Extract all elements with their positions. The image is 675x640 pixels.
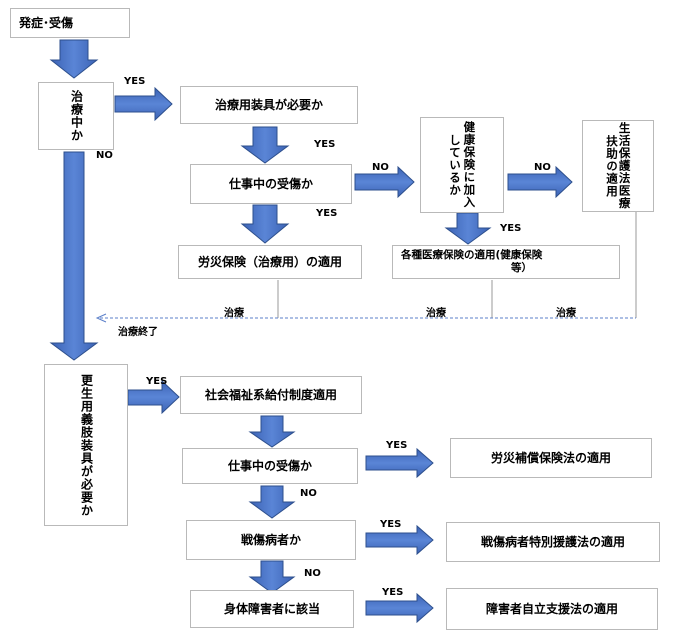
q-disabled-text: 身体障害者に該当 — [223, 601, 320, 616]
label-yes-prosthesis: YES — [146, 376, 168, 387]
q-health-insurance-text: 健康保険に加入しているか — [448, 121, 477, 209]
arrow-down-war — [248, 560, 296, 594]
q-war-injury-text: 戦傷病者か — [240, 532, 301, 547]
arrow-right-yes-treat — [114, 86, 173, 122]
social-welfare-text: 社会福祉系給付制度適用 — [204, 387, 337, 402]
label-yes-disabled: YES — [382, 587, 404, 598]
welfare-text: 生活保護法医療扶助の適用 — [605, 122, 632, 210]
label-treatment-3: 治療 — [556, 308, 576, 319]
q-work-injury-2-text: 仕事中の受傷か — [227, 458, 312, 473]
q-disabled-box: 身体障害者に該当 — [190, 590, 354, 628]
social-welfare-box: 社会福祉系給付制度適用 — [180, 376, 362, 414]
arrow-down-work-1 — [240, 204, 290, 244]
health-ins-apply-line2: 等） — [511, 262, 532, 274]
label-yes-work-2: YES — [386, 440, 408, 451]
q-device-treat-text: 治療用装具が必要か — [214, 97, 323, 112]
rousai-comp-text: 労災補償保険法の適用 — [490, 450, 611, 465]
label-yes-treat: YES — [124, 76, 146, 87]
label-no-work-2: NO — [300, 488, 317, 499]
rousai-treat-text: 労災保険（治療用）の適用 — [197, 254, 342, 269]
health-ins-apply-box: 各種医療保険の適用(健康保険 等） — [392, 245, 620, 279]
arrow-down-health-ins — [444, 212, 492, 245]
welfare-box: 生活保護法医療扶助の適用 — [582, 120, 654, 212]
health-ins-apply-line1: 各種医療保険の適用(健康保険 — [401, 248, 543, 261]
label-no-war: NO — [304, 568, 321, 579]
onset-text: 発症･受傷 — [19, 15, 74, 30]
arrow-right-yes-disabled — [365, 592, 434, 624]
q-treatment-text: 治療中か — [69, 90, 84, 142]
q-work-injury-1-box: 仕事中の受傷か — [190, 164, 352, 204]
label-treatment-2: 治療 — [426, 308, 446, 319]
label-no-treat: NO — [96, 150, 113, 161]
q-prosthesis-box: 更生用義肢装具が必要か — [44, 364, 128, 526]
q-health-insurance-box: 健康保険に加入しているか — [420, 117, 504, 213]
arrow-down-work-2 — [248, 485, 296, 519]
arrow-right-yes-work-2 — [365, 447, 434, 479]
arrow-right-no-health — [507, 165, 573, 199]
disabled-law-text: 障害者自立支援法の適用 — [485, 601, 618, 616]
q-treatment-box: 治療中か — [38, 82, 114, 150]
label-no-health: NO — [534, 162, 551, 173]
arrow-down-no-treatment — [49, 151, 99, 361]
q-war-injury-box: 戦傷病者か — [186, 520, 356, 560]
label-yes-war: YES — [380, 519, 402, 530]
onset-box: 発症･受傷 — [10, 8, 130, 38]
disabled-law-box: 障害者自立支援法の適用 — [446, 588, 658, 630]
dashed-arrowhead — [95, 313, 107, 323]
label-treatment-end: 治療終了 — [118, 327, 158, 338]
label-yes-device: YES — [314, 139, 336, 150]
rousai-comp-box: 労災補償保険法の適用 — [450, 438, 652, 478]
arrow-right-yes-war — [365, 524, 434, 556]
rousai-treat-box: 労災保険（治療用）の適用 — [178, 245, 362, 279]
label-yes-work-1: YES — [316, 208, 338, 219]
war-injury-law-box: 戦傷病者特別援護法の適用 — [446, 522, 660, 562]
arrow-down-start — [49, 39, 99, 79]
label-treatment-1: 治療 — [224, 308, 244, 319]
label-no-work-1: NO — [372, 162, 389, 173]
label-yes-health: YES — [500, 223, 522, 234]
q-work-injury-2-box: 仕事中の受傷か — [182, 448, 358, 484]
war-injury-law-text: 戦傷病者特別援護法の適用 — [480, 534, 625, 549]
q-device-treat-box: 治療用装具が必要か — [180, 86, 358, 124]
q-prosthesis-text: 更生用義肢装具が必要か — [79, 373, 94, 517]
arrow-right-yes-prosthesis — [127, 379, 180, 415]
q-work-injury-1-text: 仕事中の受傷か — [228, 176, 313, 191]
arrow-down-device-treat — [240, 126, 290, 164]
arrow-right-no-work-1 — [354, 165, 415, 199]
arrow-down-social — [248, 415, 296, 448]
